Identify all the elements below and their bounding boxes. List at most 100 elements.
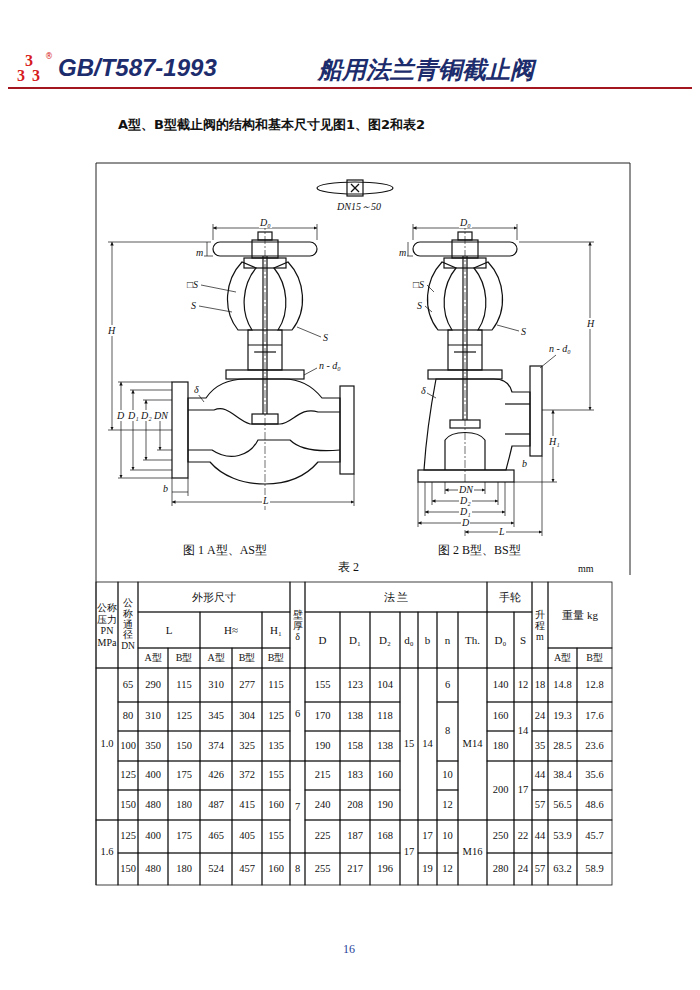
dimension-label: DN — [153, 410, 169, 421]
table-cell: 115 — [263, 679, 289, 691]
table-cell-border — [118, 668, 138, 702]
leader-lines — [201, 285, 236, 292]
table-cell-border — [370, 612, 400, 668]
table-cell-border — [200, 761, 232, 790]
dimension-label: D₂ — [459, 495, 472, 506]
table-cell: 175 — [169, 769, 199, 781]
valve-a — [340, 386, 354, 474]
table-header: S — [515, 634, 531, 647]
part-label: □S — [186, 279, 199, 290]
table-cell: 190 — [306, 740, 339, 752]
table-cell: 24 — [533, 710, 547, 722]
table-header: 公称 通径 DN — [119, 598, 137, 653]
table-cell-border — [168, 820, 200, 853]
table-cell-border — [200, 820, 232, 853]
dimension-label: δ — [193, 384, 200, 395]
table-cell-border — [532, 668, 548, 702]
dimension-lines — [413, 224, 414, 240]
table-cell-border — [532, 731, 548, 761]
table-cell-border — [305, 582, 487, 612]
table-cell-border — [168, 761, 200, 790]
logo-digit: 3 — [25, 52, 33, 70]
table-cell-border — [487, 853, 514, 885]
valve-b — [427, 262, 456, 330]
dimension-label: D₁ — [459, 506, 472, 517]
table-cell-border — [577, 853, 612, 885]
table-cell-border — [340, 668, 370, 702]
valve-a — [227, 262, 256, 330]
leader-lines — [540, 355, 556, 368]
dimension-lines — [418, 482, 419, 527]
table-cell-border — [290, 668, 305, 761]
table-cell: 56.5 — [549, 799, 576, 811]
table-cell-border — [118, 702, 138, 731]
table-header: A型 — [549, 652, 576, 664]
table-cell: 19 — [419, 863, 436, 875]
table-cell-border — [262, 790, 290, 820]
table-cell: 17.6 — [578, 710, 611, 722]
table-cell-border — [340, 820, 370, 853]
table-cell-border — [370, 702, 400, 731]
dimension-label: H — [107, 325, 116, 336]
table-cell-border — [168, 648, 200, 668]
dimension-label: DN — [458, 484, 474, 495]
dimension-lines — [514, 482, 515, 527]
table-cell: 187 — [341, 830, 369, 842]
table-cell-border — [262, 648, 290, 668]
table-cell-border — [138, 612, 200, 648]
table-cell: 38.4 — [549, 769, 576, 781]
dimension-lines — [130, 390, 172, 391]
valve-a — [351, 184, 359, 192]
table-cell-border — [437, 853, 458, 885]
table-cell-border — [532, 820, 548, 853]
dimension-label: L — [498, 526, 506, 537]
table-cell-border — [370, 790, 400, 820]
dimension-label: b — [521, 458, 528, 469]
table-header: 手轮 — [488, 591, 531, 604]
dimension-lines — [118, 382, 172, 383]
table-cell: 35.6 — [578, 769, 611, 781]
table-cell-border — [437, 612, 458, 668]
table-cell-border — [232, 761, 262, 790]
table-cell: 125 — [263, 710, 289, 722]
table-cell: 374 — [201, 740, 231, 752]
table-cell: 150 — [119, 863, 137, 875]
dimension-label: D₀ — [259, 217, 272, 228]
table-cell: 14 — [419, 738, 436, 750]
table-cell-border — [262, 702, 290, 731]
table-cell-border — [577, 820, 612, 853]
logo-digit: 3 — [32, 67, 40, 85]
table-cell: 350 — [139, 740, 167, 752]
unit-label: mm — [578, 563, 594, 574]
table-cell: 17 — [401, 846, 417, 858]
table-cell: 290 — [139, 679, 167, 691]
table-cell-border — [437, 668, 458, 702]
leader-lines — [427, 285, 434, 292]
table-header: H≈ — [201, 624, 261, 637]
table-cell: 255 — [306, 863, 339, 875]
table-cell-border — [548, 648, 577, 668]
table-cell: 28.5 — [549, 740, 576, 752]
table-cell-border — [418, 853, 437, 885]
valve-b — [505, 433, 530, 434]
table-cell: 304 — [233, 710, 261, 722]
table-header: 壁厚 δ — [293, 609, 303, 642]
table-cell-border — [118, 582, 138, 668]
table-header: 外形尺寸 — [139, 591, 289, 604]
valve-b — [474, 262, 503, 330]
valve-a — [262, 256, 263, 414]
dimension-lines — [146, 400, 147, 460]
table-cell-border — [437, 761, 458, 790]
table-header: 公称 压力 PN MPa — [97, 602, 117, 648]
leader-lines — [304, 368, 317, 375]
dimension-label: H₁ — [548, 436, 561, 447]
table-cell-border — [340, 702, 370, 731]
table-cell-border — [138, 668, 168, 702]
table-cell-border — [532, 790, 548, 820]
table-cell-border — [305, 820, 340, 853]
dimension-lines — [108, 242, 211, 243]
table-cell: 123 — [341, 679, 369, 691]
table-cell: 310 — [201, 679, 231, 691]
table-cell: 118 — [371, 710, 399, 722]
